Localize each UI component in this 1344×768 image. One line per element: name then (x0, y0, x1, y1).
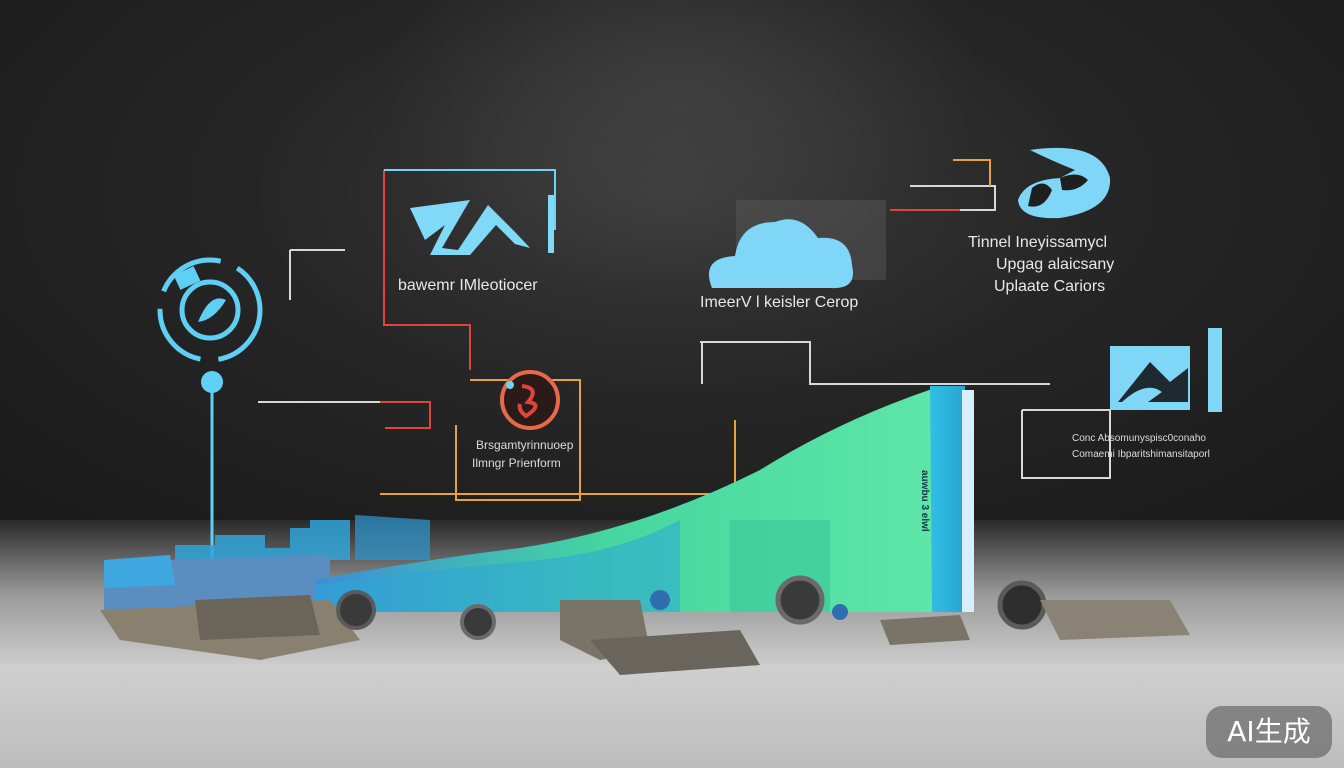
power-circle-icon (500, 370, 560, 430)
background-glow (380, 0, 980, 300)
top-right-line-2: Upgag alaicsany (996, 256, 1115, 273)
middle-panel-line-2: Ilmngr Prienform (472, 456, 561, 470)
target-ring-icon (157, 257, 263, 575)
right-panel-line-1: Conc Absomunyspisc0conaho (1072, 433, 1206, 444)
cloud-icon (708, 200, 886, 289)
swirl-icon (1018, 147, 1111, 219)
cloud-panel-label: ImeerV l keisler Cerop (700, 294, 859, 311)
top-right-line-3: Uplaate Cariors (994, 278, 1106, 295)
right-panel-line-2: Comaemi Ibparitshimansitaporl (1072, 449, 1210, 460)
top-right-line-1: Tinnel Ineyissamycl (968, 234, 1108, 251)
ai-generated-badge: AI生成 (1206, 706, 1332, 758)
data-visualization (104, 386, 974, 612)
connector-lines (258, 159, 1111, 501)
top-left-panel-label: bawemr IMleotiocer (398, 277, 538, 294)
middle-panel-line-1: Brsgamtyrinnuoep (476, 438, 574, 452)
vertical-bar-text: auwbu 3 elwl (919, 470, 930, 532)
mountain-photo-icon (1110, 328, 1222, 412)
mountain-bird-icon (410, 195, 554, 255)
gear-debris (100, 575, 1190, 675)
